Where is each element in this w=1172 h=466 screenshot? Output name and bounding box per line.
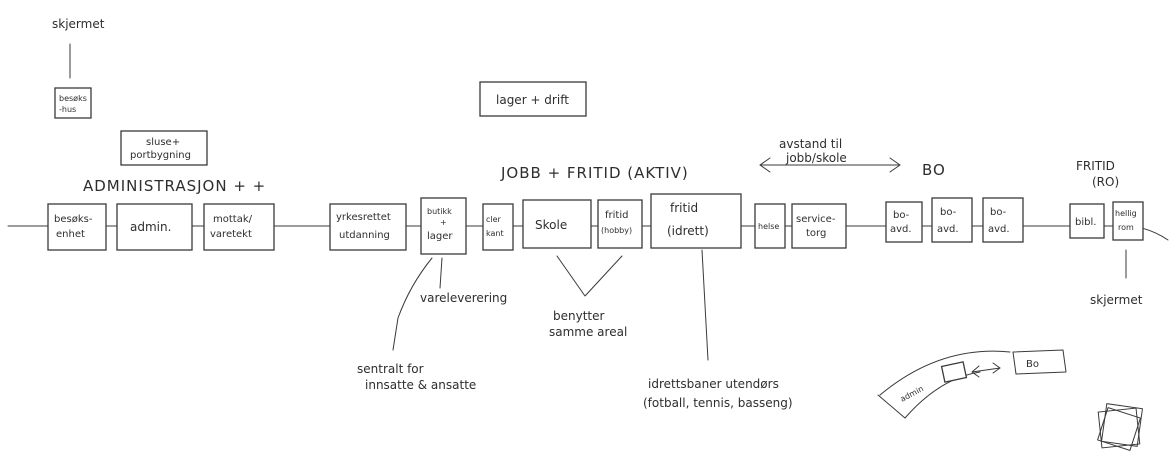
- label-idrettsbaner-1: idrettsbaner utendørs: [648, 377, 779, 391]
- node-boavd-2-label-1: bo-: [940, 207, 957, 218]
- heading-fritid-ro-1: FRITID: [1076, 159, 1115, 173]
- sketch-admin-bo: Bo admin: [877, 349, 1067, 419]
- connector-sentralt: [392, 257, 433, 351]
- node-yrkesrettet-label-2: utdanning: [339, 230, 390, 241]
- heading-administrasjon: ADMINISTRASJON + +: [83, 177, 266, 195]
- node-admin-label: admin.: [130, 220, 171, 234]
- node-kantine-label-1: cler: [486, 215, 502, 224]
- node-mottak: mottak/ varetekt: [203, 203, 275, 251]
- node-fritid-hobby-label-1: fritid: [605, 210, 628, 221]
- sketch-label-bo: Bo: [1026, 359, 1039, 370]
- node-boavd-1-label-1: bo-: [893, 210, 910, 221]
- node-boavd-2-label-2: avd.: [937, 224, 959, 235]
- node-yrkesrettet: yrkesrettet utdanning: [329, 203, 407, 251]
- node-helligrom-label-1: hellig: [1115, 209, 1137, 218]
- node-besoksenhet-label-1: besøks-: [54, 214, 93, 225]
- node-sluse: [120, 130, 208, 166]
- node-helligrom-label-2: rom: [1118, 223, 1134, 232]
- node-boavd-1-label-2: avd.: [890, 224, 912, 235]
- node-butikk-label-3: lager: [427, 231, 453, 242]
- connector-vareleverering: [439, 257, 443, 289]
- node-boavd-3: bo- avd.: [982, 197, 1024, 243]
- node-butikk-lager: butikk + lager: [420, 197, 467, 255]
- connector-idrettsbaner: [701, 249, 709, 361]
- node-besokshus-label-2: -hus: [59, 105, 76, 114]
- node-kantine: cler kant: [482, 203, 514, 251]
- node-servicetorg-label-1: service-: [796, 214, 836, 225]
- node-fritid-idrett-label-2: (idrett): [667, 224, 709, 238]
- node-lager-drift: [479, 81, 587, 117]
- node-yrkesrettet-label-1: yrkesrettet: [336, 212, 391, 223]
- label-vareleverering: vareleverering: [420, 291, 507, 305]
- node-besokshus: [54, 87, 92, 119]
- node-admin: admin.: [116, 203, 193, 251]
- double-arrow-avstand: [759, 157, 901, 173]
- label-skjermet-top: skjermet: [52, 17, 105, 31]
- sketch-label-admin: admin: [899, 384, 925, 404]
- node-skole: Skole: [522, 199, 592, 249]
- label-benytter-1: benytter: [553, 309, 605, 323]
- label-sentralt-2: innsatte & ansatte: [365, 378, 476, 392]
- node-fritid-hobby: fritid (hobby): [597, 199, 643, 249]
- node-besoksenhet: besøks- enhet: [47, 203, 107, 251]
- node-servicetorg: service- torg: [791, 203, 847, 249]
- node-fritid-idrett: fritid (idrett): [650, 193, 742, 249]
- node-lager-drift-label: lager + drift: [496, 93, 569, 107]
- heading-jobb-fritid: JOBB + FRITID (AKTIV): [500, 164, 689, 182]
- node-bibl-label: bibl.: [1075, 217, 1096, 228]
- node-boavd-2: bo- avd.: [931, 197, 973, 243]
- node-boavd-1: bo- avd.: [885, 201, 923, 243]
- node-butikk-label-1: butikk: [427, 207, 452, 216]
- label-avstand-2: jobb/skole: [785, 151, 847, 165]
- connector-benytter: [556, 255, 623, 297]
- node-boavd-3-label-2: avd.: [988, 224, 1010, 235]
- node-mottak-label-1: mottak/: [213, 214, 253, 225]
- heading-fritid-ro-2: (RO): [1092, 175, 1119, 189]
- node-bibl: bibl.: [1069, 203, 1105, 239]
- node-helse-label: helse: [758, 222, 779, 231]
- label-skjermet-right: skjermet: [1090, 293, 1143, 307]
- node-mottak-label-2: varetekt: [210, 229, 252, 240]
- node-besokshus-label-1: besøks: [59, 94, 87, 103]
- node-helse: helse: [754, 203, 786, 249]
- label-benytter-2: samme areal: [549, 325, 627, 339]
- node-boavd-3-label-1: bo-: [990, 207, 1007, 218]
- heading-bo: BO: [922, 161, 946, 179]
- node-servicetorg-label-2: torg: [806, 228, 826, 239]
- node-skole-label: Skole: [535, 218, 567, 232]
- sketch-stacked-squares: [1097, 403, 1143, 451]
- label-sentralt-1: sentralt for: [357, 362, 424, 376]
- node-sluse-label-2: portbygning: [130, 150, 191, 161]
- node-butikk-label-2: +: [440, 218, 447, 227]
- node-sluse-label-1: sluse+: [146, 137, 180, 148]
- node-besoksenhet-label-2: enhet: [56, 229, 85, 240]
- node-fritid-idrett-label-1: fritid: [670, 201, 698, 215]
- label-avstand-1: avstand til: [779, 137, 842, 151]
- node-fritid-hobby-label-2: (hobby): [601, 226, 632, 235]
- node-helligrom: hellig rom: [1112, 201, 1144, 241]
- label-idrettsbaner-2: (fotball, tennis, basseng): [643, 396, 793, 410]
- node-kantine-label-2: kant: [486, 229, 504, 238]
